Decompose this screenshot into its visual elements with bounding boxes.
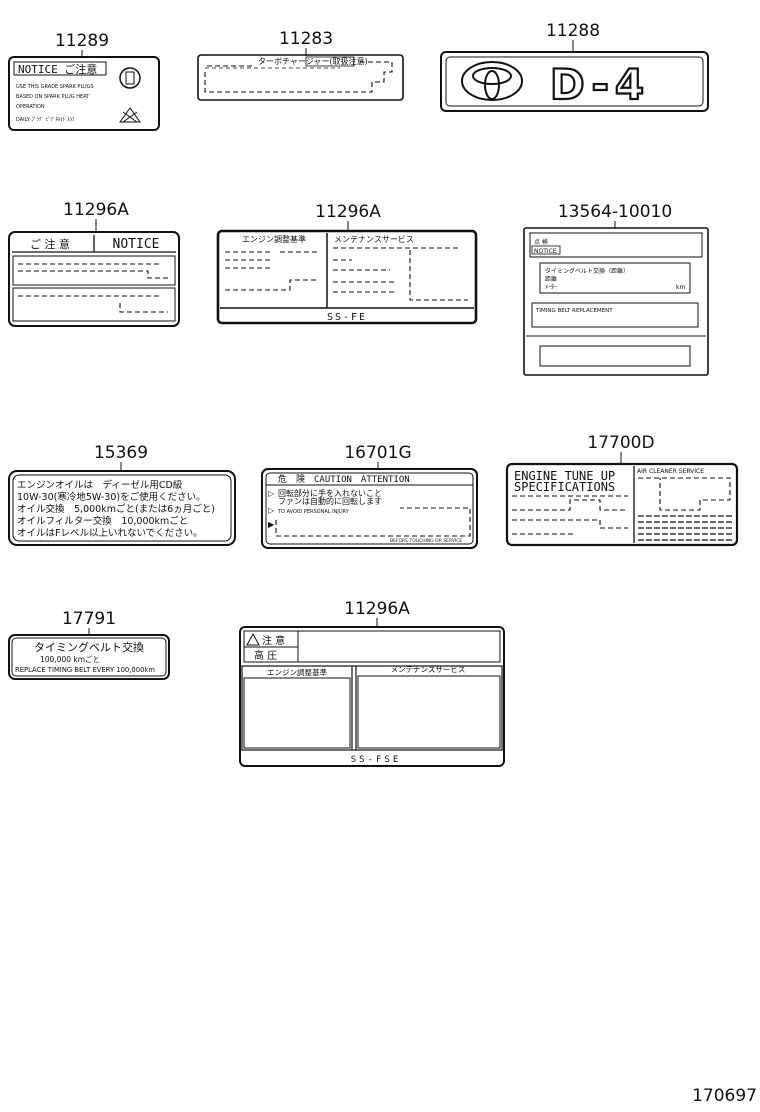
label-15369-line: 10W-30(寒冷地5W-30)をご使用ください。 (17, 491, 206, 503)
label-13564-head2: NOTICE (534, 248, 557, 255)
part-number-11289[interactable]: 11289 (55, 31, 109, 51)
toyota-logo-icon (461, 61, 523, 101)
label-17791-title: タイミングベルト交換 (34, 640, 144, 654)
part-number-11283[interactable]: 11283 (279, 29, 333, 49)
label-11296a-right: NOTICE (113, 237, 160, 252)
label-15369-line: オイルフィルター交換 10,000kmごと (17, 515, 188, 527)
label-11289-line: OPERATION (16, 104, 45, 110)
part-number-13564-10010[interactable]: 13564-10010 (558, 202, 672, 222)
label-16701g-line: TO AVOID PERSONAL INJURY (277, 509, 350, 515)
label-13564-line: ﾒｰﾀｰ (545, 284, 557, 291)
part-number-11296a[interactable]: 11296A (315, 202, 381, 222)
label-11296a-right-header: メンテナンスサービス (391, 665, 466, 674)
part-number-17700d[interactable]: 17700D (587, 433, 654, 453)
part-number-15369[interactable]: 15369 (94, 443, 148, 463)
label-13564-line: 距離 (545, 275, 557, 283)
label-11296a-left-header: エンジン調整基準 (242, 234, 306, 244)
label-17791: タイミングベルト交換 100,000 kmごと REPLACE TIMING B… (8, 634, 170, 680)
label-11296a-notice: ご 注 意 NOTICE (8, 231, 180, 327)
label-11288: D-4 (440, 51, 709, 112)
warning-triangle-icon (246, 632, 260, 646)
label-13564-line: タイミングベルト交換（距離） (545, 267, 629, 275)
label-16701g-line: 回転部分に手を入れないこと (278, 488, 382, 498)
part-number-11296a[interactable]: 11296A (344, 599, 410, 619)
label-16701g-header: 危 険 CAUTION ATTENTION (278, 473, 410, 485)
label-17700d-title1: ENGINE TUNE UP (514, 469, 615, 483)
play-arrow-icon: ▷ (268, 506, 275, 515)
play-arrow-icon: ▷ (268, 489, 275, 498)
label-11283-text: ターボチャージャー(取扱注意) (258, 56, 368, 66)
label-16701g-foot: BEFORE TOUCHING OR SERVICE (390, 538, 462, 544)
no-fire-icon (119, 107, 141, 123)
label-11296a-engine-code: SS-FSE (351, 755, 402, 765)
label-16701g-line: ファンは自動的に回転します (278, 496, 382, 506)
label-13564-10010: 点 検 NOTICE タイミングベルト交換（距離） 距離 ﾒｰﾀｰ km TIM… (523, 227, 709, 376)
label-11296a-left-header: エンジン調整基準 (267, 667, 327, 677)
label-11296a-high-voltage: 高 圧 (254, 649, 277, 662)
warning-symbol-icon (119, 67, 141, 89)
label-11289-line: USE THIS GRADE SPARK PLUGS (16, 84, 94, 90)
label-15369-line: オイル交換 5,000kmごと(または6ヵ月ごと) (17, 503, 215, 515)
play-arrow-icon: ▶ (268, 520, 275, 529)
part-number-17791[interactable]: 17791 (62, 609, 116, 629)
part-number-11288[interactable]: 11288 (546, 21, 600, 41)
label-16701g: 危 険 CAUTION ATTENTION ▷ 回転部分に手を入れないこと ファ… (261, 468, 478, 549)
label-13564-panel: TIMING BELT REPLACEMENT (535, 308, 613, 314)
label-11296a-maintenance: エンジン調整基準 メンテナンスサービス SS-FE (216, 229, 478, 325)
diagram-id: 170697 (692, 1086, 757, 1106)
label-11296a-engine-code: SS-FE (327, 312, 367, 323)
label-11289-header: NOTICE ご注意 (18, 62, 97, 76)
label-11289: NOTICE ご注意 USE THIS GRADE SPARK PLUGS BA… (8, 56, 160, 131)
part-number-11296a[interactable]: 11296A (63, 200, 129, 220)
label-13564-line: km (676, 284, 685, 291)
label-11296a-right-header: メンテナンスサービス (334, 235, 414, 244)
label-17791-interval: 100,000 kmごと (40, 654, 100, 664)
label-13564-head1: 点 検 (534, 238, 548, 246)
label-11296a-left: ご 注 意 (30, 237, 70, 251)
label-17791-english: REPLACE TIMING BELT EVERY 100,000km (15, 666, 155, 674)
label-15369-line: オイルはFレベル以上いれないでください。 (17, 528, 203, 539)
label-11289-line: DAILY·ﾌﾟﾗｸﾞ ﾋﾞﾂﾞﾈﾙ(ﾄﾞﾙ)ﾌ (16, 116, 75, 123)
label-11283: ターボチャージャー(取扱注意) (197, 54, 404, 101)
label-17700d-right: AIR CLEANER SERVICE (637, 468, 704, 475)
label-11296a-caution: 注 意 (262, 634, 285, 647)
label-11296a-highvoltage: 注 意 高 圧 エンジン調整基準 メンテナンスサービス SS-FSE (239, 626, 505, 767)
label-15369-line: エンジンオイルは ディーゼル用CD級 (17, 479, 183, 491)
label-17700d-title2: SPECIFICATIONS (514, 480, 615, 494)
label-11289-line: BASED ON SPARK PLUG HEAT (16, 94, 90, 100)
part-number-16701g[interactable]: 16701G (344, 443, 411, 463)
label-15369: エンジンオイルは ディーゼル用CD級 10W-30(寒冷地5W-30)をご使用く… (8, 470, 236, 546)
label-11288-text: D-4 (550, 60, 650, 109)
label-17700d: ENGINE TUNE UP SPECIFICATIONS AIR CLEANE… (505, 462, 739, 547)
